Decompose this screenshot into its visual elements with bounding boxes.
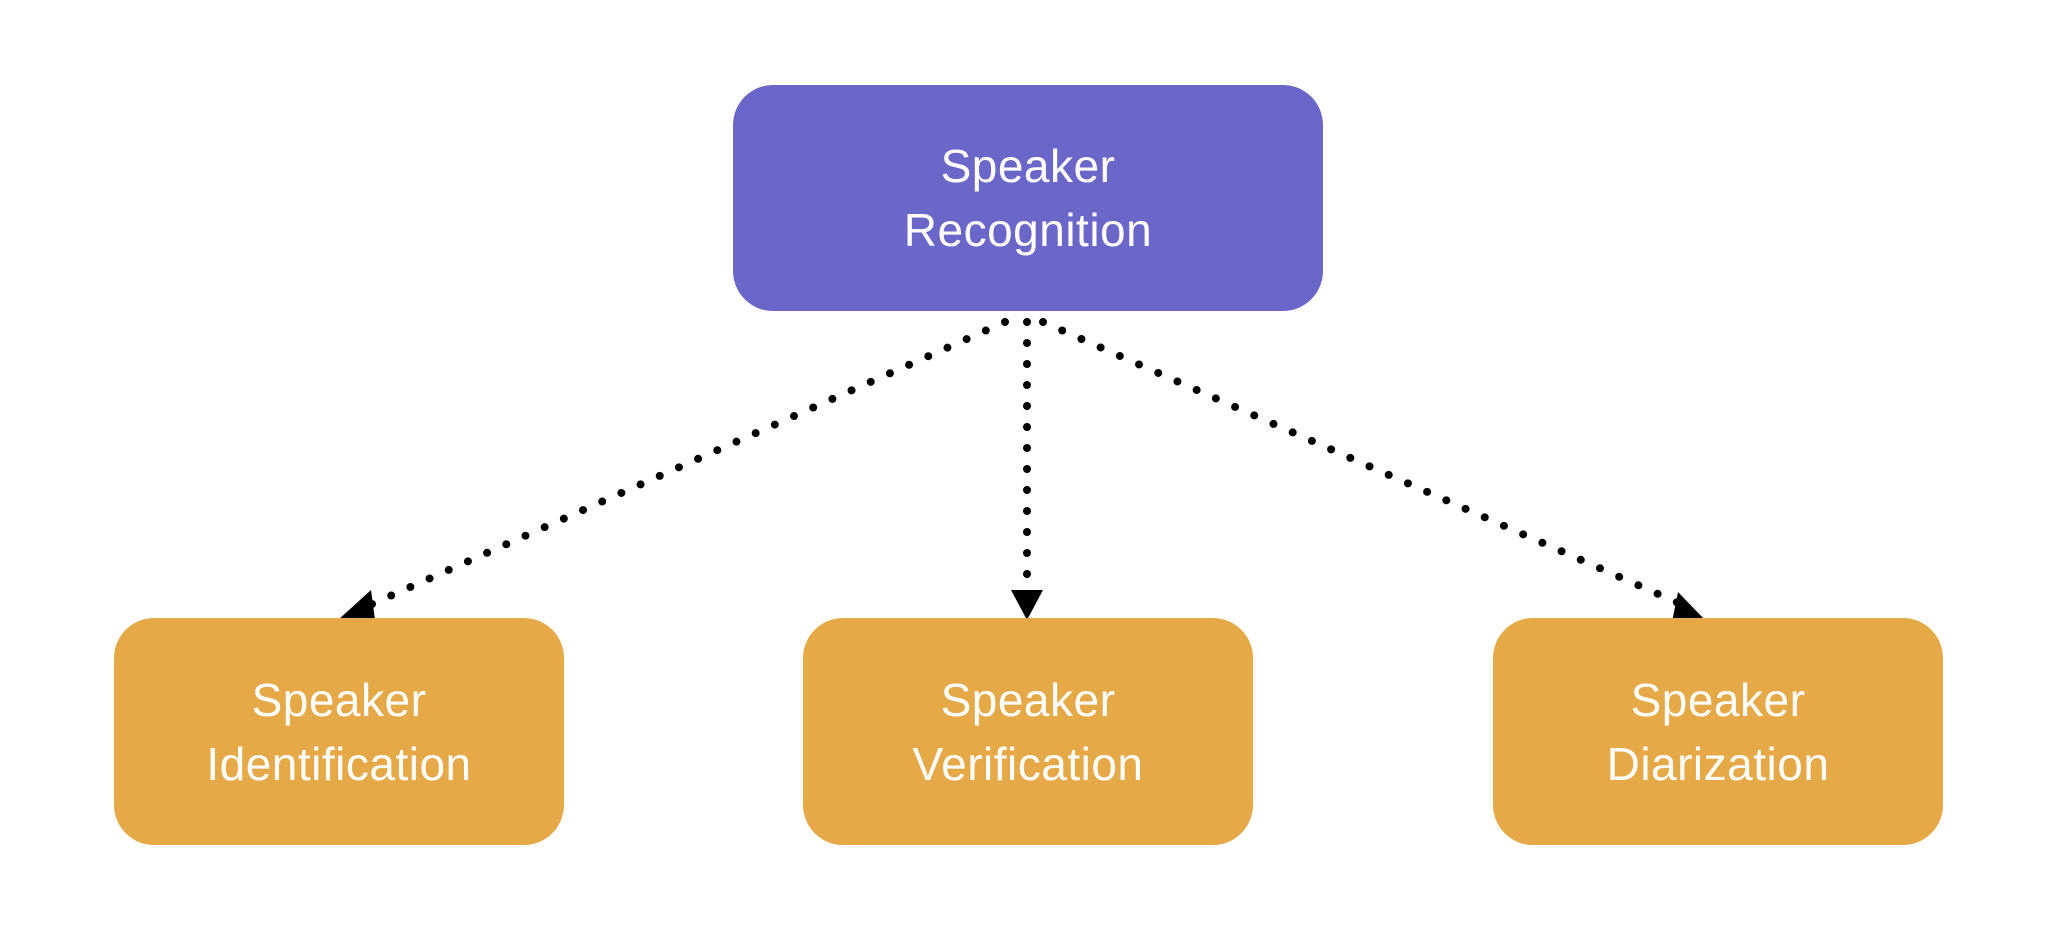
arrowhead-diarization-icon [1672,592,1705,622]
node-label-line1: Speaker [940,673,1116,726]
arrowhead-verification-icon [1011,590,1043,620]
node-label-line2: Verification [912,737,1144,790]
node-speaker-diarization: Speaker Diarization [1493,618,1943,845]
node-label-line2: Recognition [903,204,1153,256]
node-label-line2: Identification [206,737,472,790]
node-speaker-recognition: Speaker Recognition [733,85,1323,311]
edge-root-to-identification [338,318,1009,620]
node-label-line1: Speaker [940,140,1116,192]
edge-root-to-diarization [1039,318,1705,622]
arrowhead-identification-icon [338,590,375,620]
node-label-line1: Speaker [1630,673,1806,726]
node-speaker-identification: Speaker Identification [114,618,564,845]
node-label-line2: Diarization [1606,737,1830,790]
edge-root-to-verification [1011,318,1043,620]
node-label-line1: Speaker [251,673,427,726]
node-speaker-verification: Speaker Verification [803,618,1253,845]
